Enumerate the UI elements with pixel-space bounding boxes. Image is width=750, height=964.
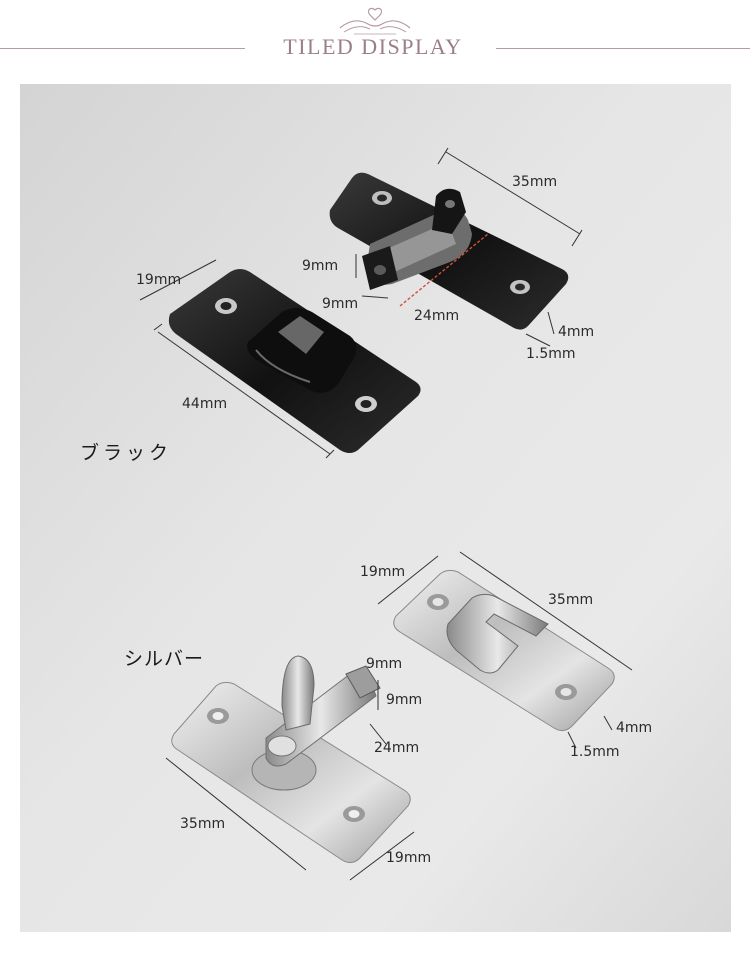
silver-catch-plate <box>393 569 615 732</box>
header-title: TILED DISPLAY <box>283 34 463 59</box>
black-dim-35mm: 35mm <box>512 174 557 190</box>
page-header: TILED DISPLAY <box>0 0 750 80</box>
product-photo: 35mm 9mm 9mm 24mm 4mm 1.5mm 19mm 44mm 19… <box>20 84 731 932</box>
header-divider-right <box>496 48 750 49</box>
black-dim-9mm-height: 9mm <box>302 258 338 274</box>
black-dim-4mm: 4mm <box>558 324 594 340</box>
silver-dim-35mm-top: 35mm <box>548 592 593 608</box>
silver-dim-24mm: 24mm <box>374 740 419 756</box>
black-catch-plate <box>168 269 421 453</box>
black-dim-19mm: 19mm <box>136 272 181 288</box>
silver-dim-35mm-bottom: 35mm <box>180 816 225 832</box>
silver-finish-label: シルバー <box>124 648 205 670</box>
silver-dimension-lines <box>165 551 633 881</box>
silver-dim-4mm: 4mm <box>616 720 652 736</box>
ornament-icon <box>339 7 411 35</box>
black-dim-9mm-width: 9mm <box>322 296 358 312</box>
silver-dim-1-5mm: 1.5mm <box>570 744 620 760</box>
black-dim-1-5mm: 1.5mm <box>526 346 576 362</box>
header-divider-left <box>0 48 245 49</box>
silver-dim-9mm-width: 9mm <box>366 656 402 672</box>
black-dim-24mm: 24mm <box>414 308 459 324</box>
silver-hinge-plate <box>171 655 411 864</box>
black-dimension-lines <box>139 147 583 459</box>
black-dim-44mm: 44mm <box>182 396 227 412</box>
silver-dim-9mm-height: 9mm <box>386 692 422 708</box>
silver-dim-19mm-bottom: 19mm <box>386 850 431 866</box>
black-finish-label: ブラック <box>80 442 173 464</box>
black-hinge-plate <box>329 172 569 330</box>
silver-dim-19mm-top: 19mm <box>360 564 405 580</box>
